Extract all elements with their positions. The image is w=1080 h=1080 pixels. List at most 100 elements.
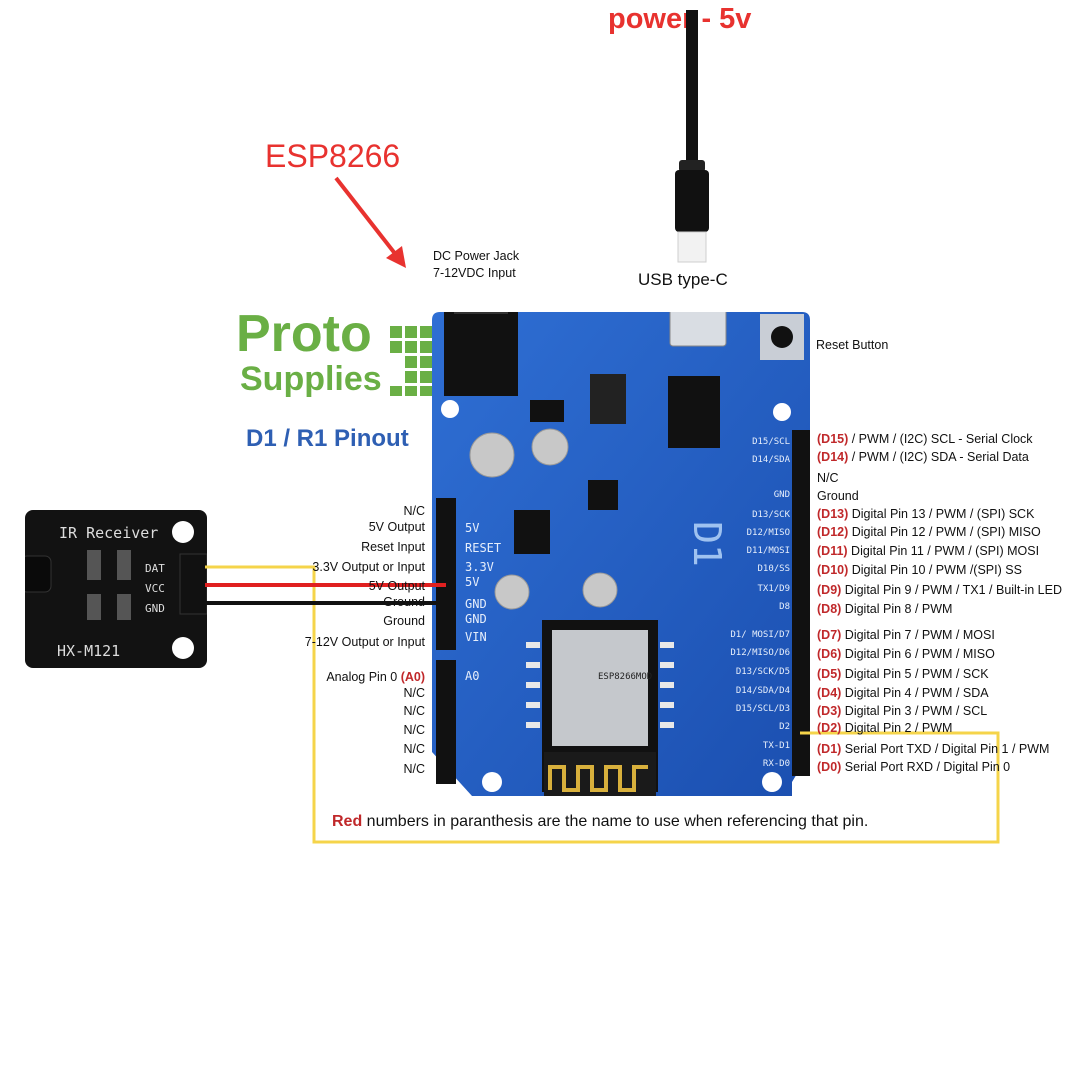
pin-description: Digital Pin 5 / PWM / SCK (841, 667, 989, 681)
pin-description: N/C (403, 704, 425, 718)
ir-module-title: IR Receiver (59, 524, 159, 542)
left-pin-label: 3.3V Output or Input (312, 561, 425, 574)
analog-pin-label: N/C (403, 763, 425, 776)
pin-description: Digital Pin 11 / PWM / (SPI) MOSI (847, 544, 1040, 558)
ir-module-model: HX-M121 (57, 642, 121, 660)
pin-code: (D14) (817, 450, 849, 464)
left-pin-label: Ground (383, 615, 425, 628)
pin-description: Serial Port RXD / Digital Pin 0 (841, 760, 1011, 774)
board-left-header-label: VIN (465, 630, 487, 644)
power-annotation: power - 5v (608, 3, 752, 35)
pin-code: (D0) (817, 760, 842, 774)
right-pin-label: (D1) Serial Port TXD / Digital Pin 1 / P… (817, 743, 1049, 756)
right-pin-label: (D14) / PWM / (I2C) SDA - Serial Data (817, 451, 1029, 464)
pin-description: Digital Pin 13 / PWM / (SPI) SCK (848, 507, 1035, 521)
board-left-header-label: RESET (465, 541, 502, 555)
board-right-header-label: D15/SCL/D3 (735, 704, 790, 714)
logo-grid-icon (390, 326, 432, 396)
pin-description: Digital Pin 12 / PWM / (SPI) MISO (848, 525, 1041, 539)
pin-description: N/C (817, 471, 839, 485)
board-right-header-label: D12/MISO/D6 (730, 648, 790, 658)
board-right-header-label: RX-D0 (762, 759, 790, 769)
usb-label: USB type-C (638, 270, 728, 289)
right-pin-label: (D5) Digital Pin 5 / PWM / SCK (817, 668, 989, 681)
esp8266-annotation: ESP8266 (265, 138, 401, 174)
pin-description: N/C (403, 762, 425, 776)
pin-code: (A0) (400, 670, 425, 684)
arrow-icon (334, 176, 406, 268)
pin-description: 5V Output (368, 579, 425, 593)
pin-description: Digital Pin 10 / PWM /(SPI) SS (848, 563, 1022, 577)
right-pin-label: (D7) Digital Pin 7 / PWM / MOSI (817, 629, 995, 642)
right-pin-label: (D2) Digital Pin 2 / PWM (817, 722, 952, 735)
pin-code: (D11) (817, 544, 848, 558)
usb-cable-icon (675, 10, 709, 263)
board-right-header-label: D13/SCK (752, 510, 790, 520)
board-right-header-label: TX1/D9 (757, 584, 790, 594)
pin-code: (D6) (817, 647, 842, 661)
dc-jack-voltage: 7-12VDC Input (433, 266, 516, 280)
right-pin-label: (D9) Digital Pin 9 / PWM / TX1 / Built-i… (817, 584, 1062, 597)
board-right-header-label: D15/SCL (752, 437, 790, 447)
right-pin-label: (D15) / PWM / (I2C) SCL - Serial Clock (817, 433, 1033, 446)
module-name: ESP8266MOD (598, 672, 653, 682)
right-pin-label: (D0) Serial Port RXD / Digital Pin 0 (817, 761, 1010, 774)
pin-description: Digital Pin 9 / PWM / TX1 / Built-in LED (841, 583, 1062, 597)
right-pin-label: (D8) Digital Pin 8 / PWM (817, 603, 952, 616)
board-right-header-label: D1/ MOSI/D7 (730, 630, 790, 640)
board-right-header-label: D12/MISO (746, 528, 790, 538)
board-right-header-label: D11/MOSI (746, 546, 790, 556)
board-right-header-label: D13/SCK/D5 (735, 667, 790, 677)
board-left-header-label: 3.3V (465, 560, 494, 574)
ir-pin-vcc: VCC (145, 582, 165, 595)
analog-pin-label: N/C (403, 743, 425, 756)
pin-description: / PWM / (I2C) SCL - Serial Clock (848, 432, 1033, 446)
pin-code: (D15) (817, 432, 849, 446)
pin-description: Digital Pin 2 / PWM (841, 721, 953, 735)
right-pin-label: (D10) Digital Pin 10 / PWM /(SPI) SS (817, 564, 1022, 577)
board-left-header-label: 5V (465, 575, 480, 589)
pin-description: N/C (403, 504, 425, 518)
pin-description: 7-12V Output or Input (304, 635, 425, 649)
footnote-red: Red (332, 813, 363, 830)
pin-description: Digital Pin 3 / PWM / SCL (841, 704, 988, 718)
board-name: D1 (684, 521, 729, 567)
reset-button-label: Reset Button (816, 338, 889, 352)
left-pin-label: Ground (383, 596, 425, 609)
right-pin-label: (D4) Digital Pin 4 / PWM / SDA (817, 687, 989, 700)
pin-code: (D10) (817, 563, 849, 577)
board-left-header-label: 5V (465, 521, 480, 535)
right-pin-label: Ground (817, 490, 859, 503)
pin-code: (D2) (817, 721, 842, 735)
pin-description: Ground (383, 614, 425, 628)
left-pin-label: 5V Output (369, 580, 425, 593)
pin-code: (D8) (817, 602, 842, 616)
right-pin-label: (D11) Digital Pin 11 / PWM / (SPI) MOSI (817, 545, 1039, 558)
left-pin-label: 7-12V Output or Input (305, 636, 425, 649)
board-right-header-label: D14/SDA/D4 (735, 686, 790, 696)
pin-description: Digital Pin 6 / PWM / MISO (841, 647, 995, 661)
pinout-subtitle: D1 / R1 Pinout (246, 425, 409, 452)
pin-code: (D5) (817, 667, 842, 681)
logo-proto: Proto (236, 305, 372, 363)
pin-code: (D12) (817, 525, 849, 539)
board-left-header-label: GND (465, 612, 487, 626)
pin-code: (D9) (817, 583, 842, 597)
right-pin-label: (D13) Digital Pin 13 / PWM / (SPI) SCK (817, 508, 1034, 521)
logo-supplies: Supplies (240, 360, 382, 398)
pin-description: Ground (383, 595, 425, 609)
left-pin-label: 5V Output (369, 521, 425, 534)
board-right-header-label: D2 (779, 722, 790, 732)
right-pin-label: (D6) Digital Pin 6 / PWM / MISO (817, 648, 995, 661)
pin-description: Digital Pin 7 / PWM / MOSI (841, 628, 995, 642)
pin-code: (D7) (817, 628, 842, 642)
right-pin-label: (D3) Digital Pin 3 / PWM / SCL (817, 705, 987, 718)
pin-description: Analog Pin 0 (326, 670, 401, 684)
right-pin-label: N/C (817, 472, 839, 485)
left-pin-label: N/C (403, 505, 425, 518)
board-right-header-label: D14/SDA (752, 455, 790, 465)
pin-description: / PWM / (I2C) SDA - Serial Data (848, 450, 1029, 464)
footnote: Red numbers in paranthesis are the name … (332, 813, 868, 831)
pin-code: (D1) (817, 742, 842, 756)
pin-description: Digital Pin 4 / PWM / SDA (841, 686, 989, 700)
